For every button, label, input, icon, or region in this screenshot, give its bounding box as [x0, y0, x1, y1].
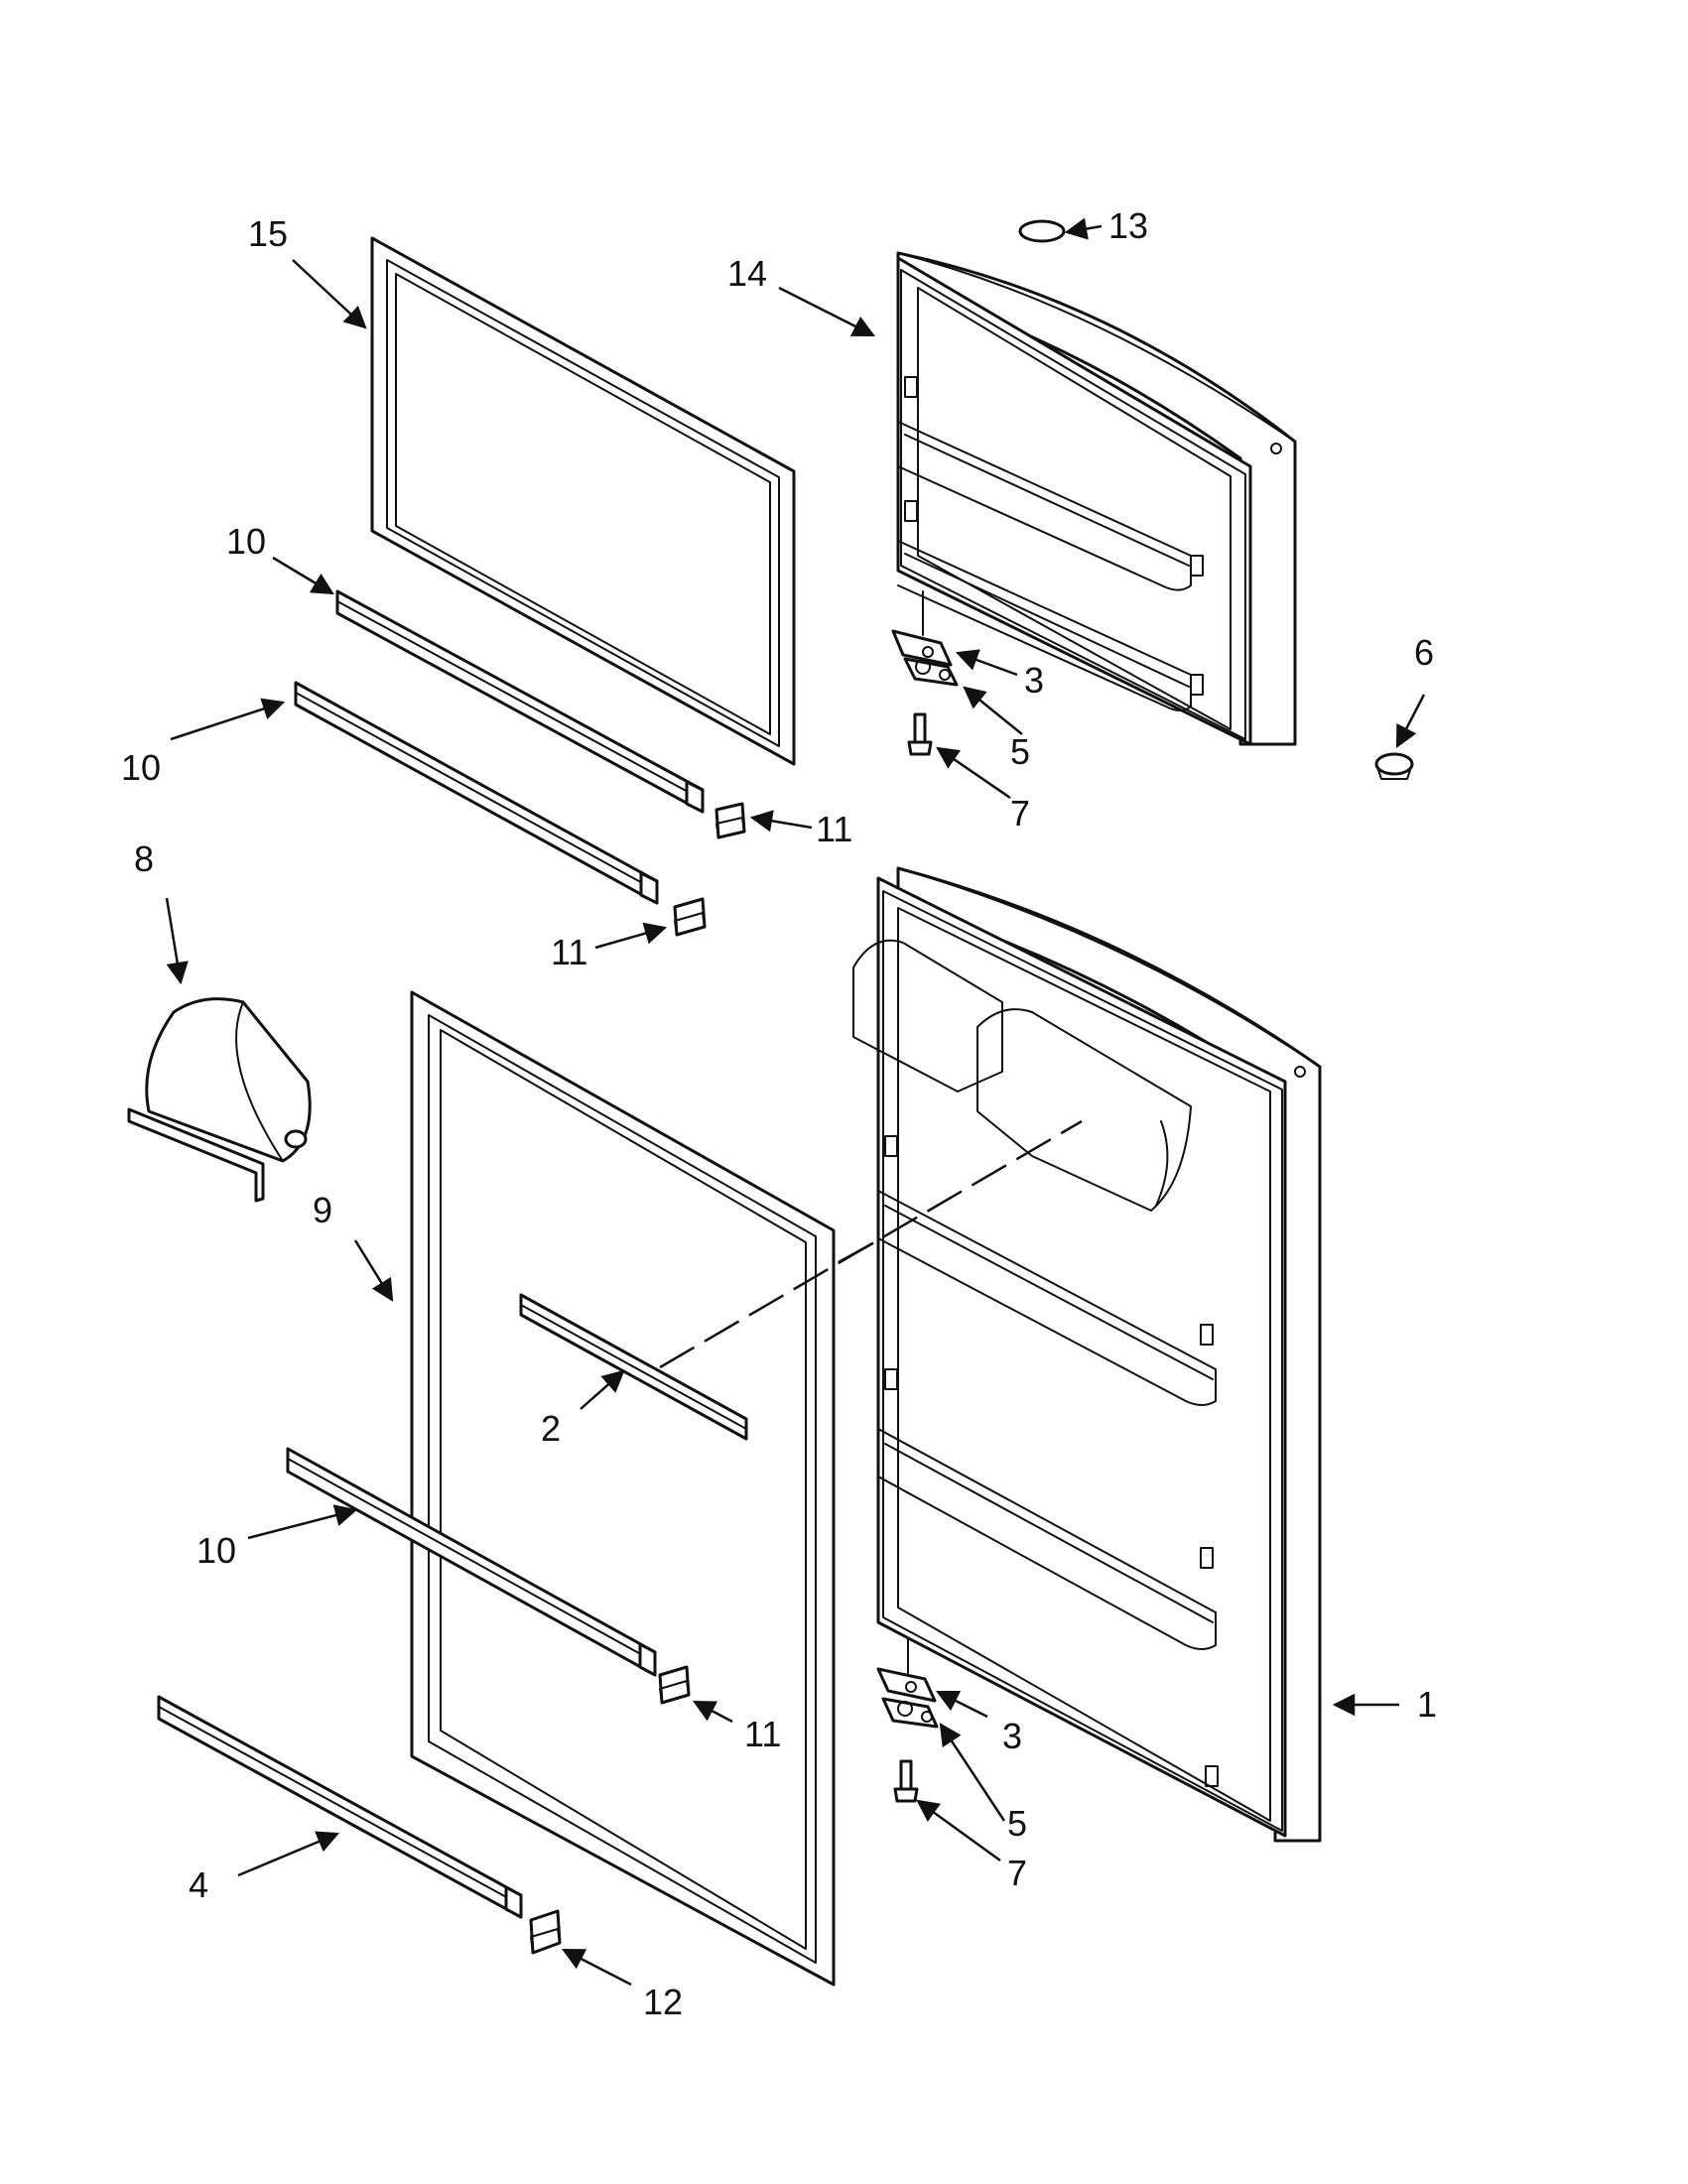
callout-5-lower: 5	[1007, 1803, 1027, 1844]
callout-4: 4	[189, 1864, 208, 1905]
part-3-hinge-lower	[876, 1638, 937, 1703]
part-1-fresh-food-door	[852, 866, 1322, 1843]
callout-6: 6	[1414, 632, 1434, 673]
callout-8: 8	[134, 838, 154, 879]
part-7-screw-upper	[907, 712, 933, 756]
part-2-trim-strip	[519, 1293, 748, 1441]
part-5-hinge-pin-upper	[903, 657, 959, 687]
part-11-end-cap-c	[658, 1665, 691, 1705]
callout-10-upper-b: 10	[121, 747, 161, 788]
part-14-freezer-door	[896, 251, 1297, 746]
callout-11-b: 11	[551, 932, 587, 972]
callout-14: 14	[727, 253, 767, 294]
part-8-dairy-door	[127, 997, 312, 1203]
leader-lines	[165, 217, 1426, 1987]
part-6-hole-plug	[1374, 752, 1414, 780]
part-3-hinge-upper	[891, 590, 953, 667]
part-5-hinge-pin-lower	[881, 1697, 939, 1729]
callout-3-upper: 3	[1024, 660, 1044, 701]
callout-7-lower: 7	[1007, 1853, 1027, 1893]
callout-15: 15	[248, 213, 288, 254]
part-12-end-cap	[529, 1909, 562, 1955]
callout-10-lower: 10	[196, 1530, 236, 1571]
part-13-plug	[1018, 219, 1066, 243]
callout-7-upper: 7	[1010, 793, 1030, 834]
callout-11-a: 11	[816, 809, 852, 849]
part-10-trim-strip-lower	[286, 1447, 657, 1677]
callout-2: 2	[541, 1408, 561, 1449]
callout-5-upper: 5	[1010, 731, 1030, 772]
part-10-trim-strip-upper-a	[335, 589, 705, 814]
callout-9: 9	[313, 1190, 332, 1230]
part-15-freezer-gasket	[370, 236, 796, 766]
part-7-screw-lower	[893, 1759, 919, 1803]
callout-11-c: 11	[744, 1714, 781, 1754]
assembly-dash-line-2	[838, 1238, 879, 1264]
callout-1: 1	[1417, 1684, 1437, 1725]
callout-10-upper-a: 10	[226, 521, 266, 562]
part-11-end-cap-b	[673, 897, 707, 937]
part-11-end-cap-a	[714, 802, 746, 839]
callout-13: 13	[1108, 205, 1148, 246]
part-4-bottom-trim	[157, 1695, 523, 1919]
part-10-trim-strip-upper-b	[294, 681, 659, 905]
part-9-fresh-food-gasket	[410, 990, 836, 1987]
callout-3-lower: 3	[1002, 1716, 1022, 1756]
callout-12: 12	[643, 1982, 683, 2022]
